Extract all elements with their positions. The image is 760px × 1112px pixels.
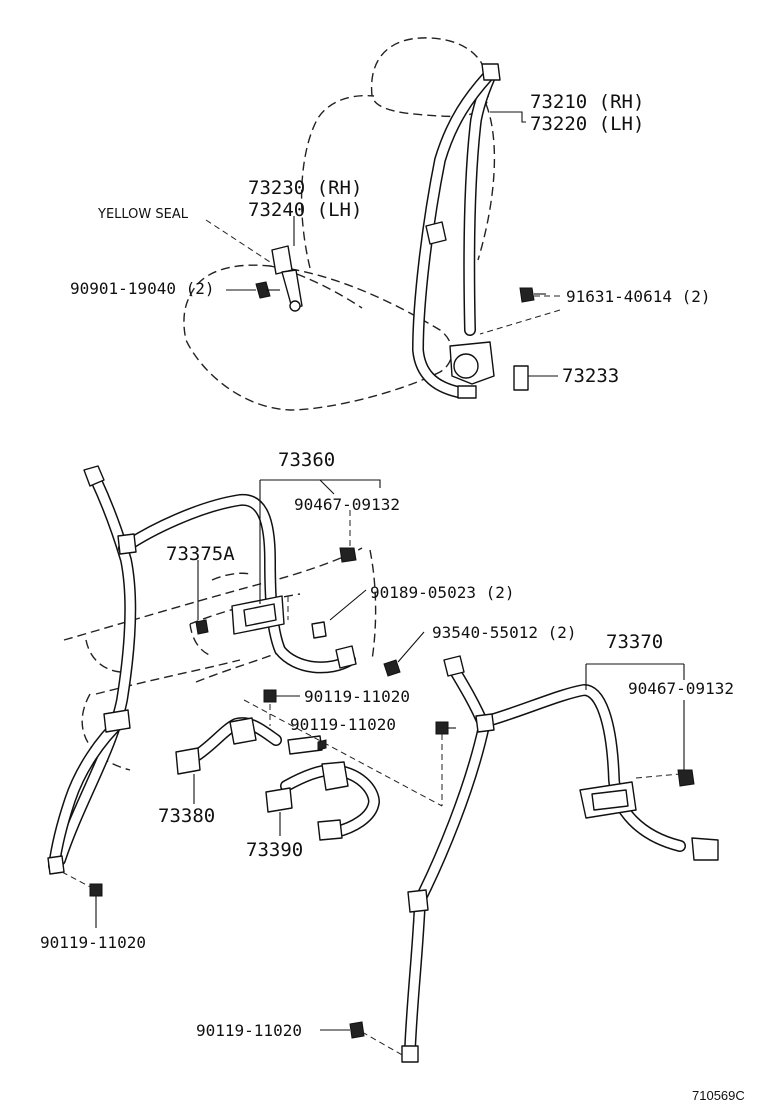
retractor-seat-belt — [412, 63, 501, 399]
label-90467-a: 90467-09132 — [294, 495, 400, 514]
bolt-93540-icon — [383, 659, 401, 677]
bolt-90119b-icon — [435, 721, 449, 735]
bolt-90119d-icon — [349, 1021, 365, 1039]
label-73360: 73360 — [278, 449, 335, 471]
label-91631: 91631-40614 (2) — [566, 287, 711, 306]
label-90119-c: 90119-11020 — [40, 933, 146, 952]
label-90119-a: 90119-11020 — [304, 687, 410, 706]
buckle-73230 — [271, 245, 303, 312]
bolt-90119c-icon — [89, 883, 103, 897]
label-73380: 73380 — [158, 805, 215, 827]
bolt-73375a-icon — [195, 619, 209, 635]
label-73240: 73240 (LH) — [248, 199, 362, 221]
label-90467-b: 90467-09132 — [628, 679, 734, 698]
rear-right-outer-belt — [401, 655, 719, 1063]
label-73230: 73230 (RH) — [248, 177, 362, 199]
label-73220: 73220 (LH) — [530, 113, 644, 135]
label-90119-b: 90119-11020 — [290, 715, 396, 734]
label-73210: 73210 (RH) — [530, 91, 644, 113]
label-93540: 93540-55012 (2) — [432, 623, 577, 642]
bolt-91631-icon — [519, 287, 546, 303]
label-73390: 73390 — [246, 839, 303, 861]
label-yellow-seal: YELLOW SEAL — [97, 207, 189, 222]
label-73375a: 73375A — [166, 543, 235, 565]
label-90189: 90189-05023 (2) — [370, 583, 515, 602]
bolt-90119a-icon — [263, 689, 277, 703]
buckle-73390 — [265, 761, 380, 841]
bolt-90901-icon — [255, 281, 280, 299]
buckle-73380 — [175, 717, 327, 775]
label-73233: 73233 — [562, 365, 619, 387]
label-73370: 73370 — [606, 631, 663, 653]
cover-73233-icon — [513, 365, 529, 391]
front-seat-outline — [183, 37, 496, 411]
label-90119-d: 90119-11020 — [196, 1021, 302, 1040]
center-anchor-plate — [231, 547, 357, 669]
diagram-id: 710569C — [692, 1088, 745, 1103]
rear-left-outer-belt — [47, 465, 356, 875]
label-90901: 90901-19040 (2) — [70, 279, 215, 298]
